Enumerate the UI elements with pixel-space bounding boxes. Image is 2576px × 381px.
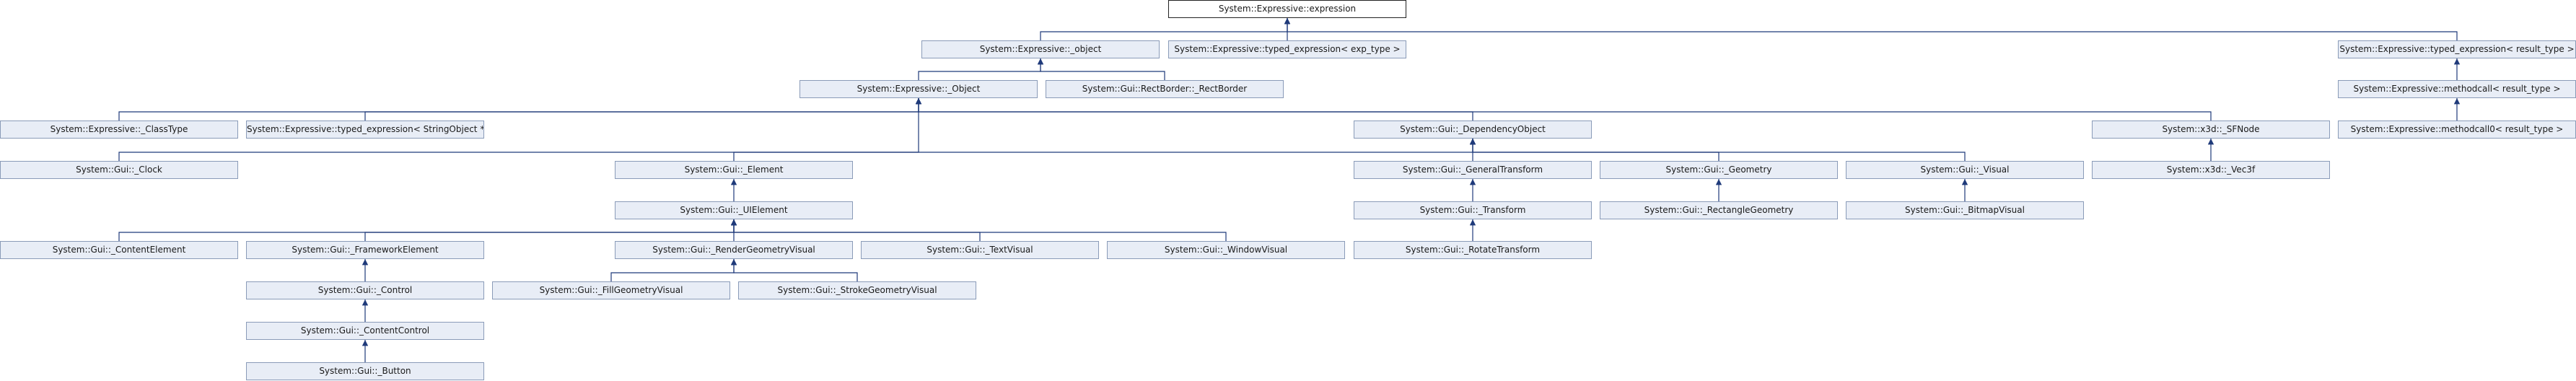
node-typed-expression-exp-type[interactable]: System::Expressive::typed_expression< ex… bbox=[1168, 40, 1406, 58]
node-general-transform[interactable]: System::Gui::_GeneralTransform bbox=[1354, 161, 1592, 179]
edge-typed_strobj-to-Object bbox=[364, 98, 922, 121]
node-bitmap-visual[interactable]: System::Gui::_BitmapVisual bbox=[1846, 201, 2084, 219]
node-framework-element[interactable]: System::Gui::_FrameworkElement bbox=[246, 241, 484, 259]
node-methodcall[interactable]: System::Expressive::methodcall< result_t… bbox=[2338, 80, 2576, 98]
inheritance-edges bbox=[118, 18, 2461, 362]
node-button[interactable]: System::Gui::_Button bbox=[246, 362, 484, 380]
edge-object_l-to-expression bbox=[1040, 18, 1291, 40]
node-content-control[interactable]: System::Gui::_ContentControl bbox=[246, 322, 484, 340]
edge-TextVisual-to-UIElement bbox=[730, 219, 981, 241]
node-fill-geometry-visual[interactable]: System::Gui::_FillGeometryVisual bbox=[492, 281, 730, 299]
node-rect-border[interactable]: System::Gui::RectBorder::_RectBorder bbox=[1046, 80, 1284, 98]
node-rotate-transform[interactable]: System::Gui::_RotateTransform bbox=[1354, 241, 1592, 259]
edge-typed_res-to-expression bbox=[1284, 18, 2458, 40]
node-render-geometry-visual[interactable]: System::Gui::_RenderGeometryVisual bbox=[615, 241, 853, 259]
edge-ContentElement-to-UIElement bbox=[118, 219, 737, 241]
node-class-type[interactable]: System::Expressive::_ClassType bbox=[0, 121, 238, 139]
node-sf-node[interactable]: System::x3d::_SFNode bbox=[2092, 121, 2330, 139]
node-methodcall0[interactable]: System::Expressive::methodcall0< result_… bbox=[2338, 121, 2576, 139]
node-rectangle-geometry[interactable]: System::Gui::_RectangleGeometry bbox=[1600, 201, 1838, 219]
edge-Visual-to-DependencyObject bbox=[1469, 139, 1966, 161]
edge-WindowVisual-to-UIElement bbox=[730, 219, 1227, 241]
node-text-visual[interactable]: System::Gui::_TextVisual bbox=[861, 241, 1099, 259]
edge-FillGeometryVisual-to-RenderGeometryVisual bbox=[610, 259, 737, 281]
node-object[interactable]: System::Expressive::_Object bbox=[799, 80, 1038, 98]
edge-Geometry-to-DependencyObject bbox=[1469, 139, 1719, 161]
edge-Object-to-object_l bbox=[918, 58, 1044, 80]
node-geometry[interactable]: System::Gui::_Geometry bbox=[1600, 161, 1838, 179]
node-content-element[interactable]: System::Gui::_ContentElement bbox=[0, 241, 238, 259]
edge-SFNode-to-Object bbox=[915, 98, 2212, 121]
node-visual[interactable]: System::Gui::_Visual bbox=[1846, 161, 2084, 179]
node-expression[interactable]: System::Expressive::expression bbox=[1168, 0, 1406, 18]
node-typed-expression-string-object[interactable]: System::Expressive::typed_expression< St… bbox=[246, 121, 484, 139]
node-dependency-object[interactable]: System::Gui::_DependencyObject bbox=[1354, 121, 1592, 139]
node-vec3f[interactable]: System::x3d::_Vec3f bbox=[2092, 161, 2330, 179]
edge-RectBorder-to-object_l bbox=[1037, 58, 1165, 80]
node-control[interactable]: System::Gui::_Control bbox=[246, 281, 484, 299]
node-window-visual[interactable]: System::Gui::_WindowVisual bbox=[1107, 241, 1345, 259]
node-element[interactable]: System::Gui::_Element bbox=[615, 161, 853, 179]
node-transform[interactable]: System::Gui::_Transform bbox=[1354, 201, 1592, 219]
edge-FrameworkElement-to-UIElement bbox=[364, 219, 737, 241]
edge-ClassType-to-Object bbox=[118, 98, 922, 121]
node-object-lowercase[interactable]: System::Expressive::_object bbox=[921, 40, 1160, 58]
edge-DependencyObject-to-Object bbox=[915, 98, 1473, 121]
node-ui-element[interactable]: System::Gui::_UIElement bbox=[615, 201, 853, 219]
edge-Clock-to-Object bbox=[118, 98, 922, 161]
node-stroke-geometry-visual[interactable]: System::Gui::_StrokeGeometryVisual bbox=[738, 281, 976, 299]
node-typed-expression-result-type[interactable]: System::Expressive::typed_expression< re… bbox=[2338, 40, 2576, 58]
edge-StrokeGeometryVisual-to-RenderGeometryVisual bbox=[730, 259, 858, 281]
edge-Element-to-DependencyObject bbox=[733, 139, 1476, 161]
node-clock[interactable]: System::Gui::_Clock bbox=[0, 161, 238, 179]
